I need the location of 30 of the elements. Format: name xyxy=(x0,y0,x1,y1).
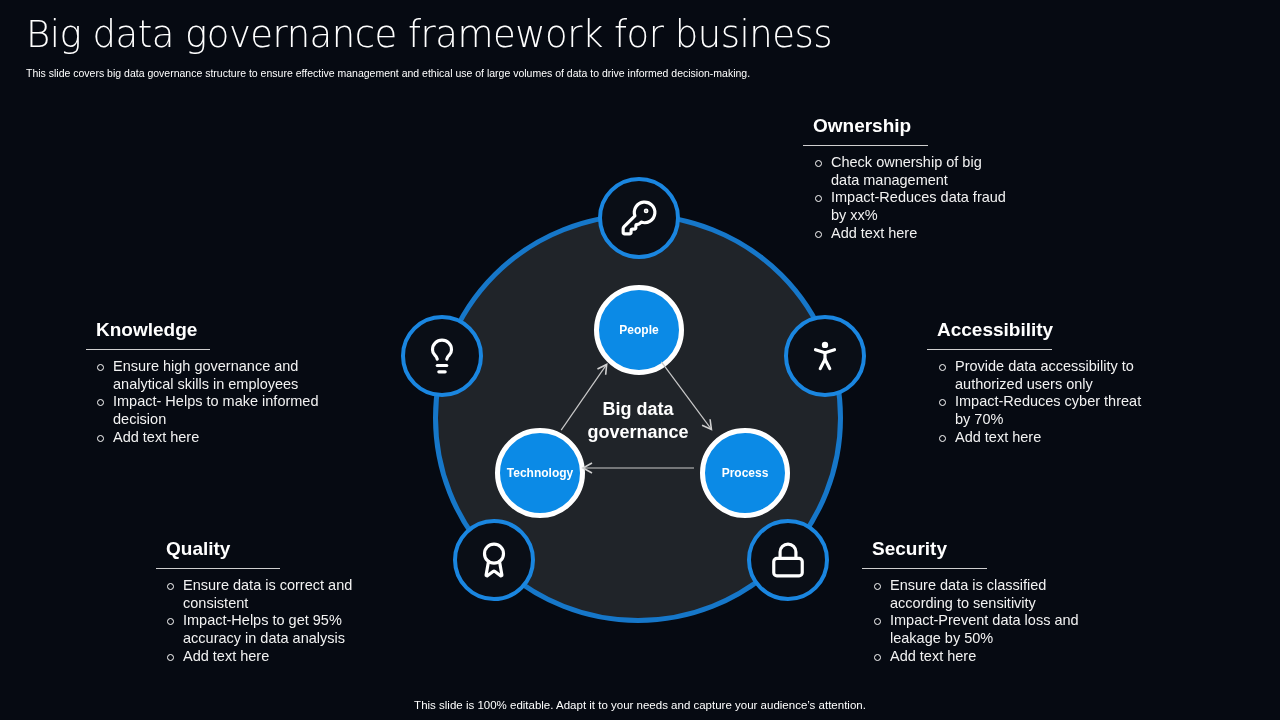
pillar-label: Process xyxy=(721,465,769,482)
bullet-text: Impact-Helps to get 95% accuracy in data analysis xyxy=(183,612,346,648)
bullet-text: Impact-Reduces cyber threat by 70% xyxy=(955,393,1143,429)
slide-subtitle: This slide covers big data governance structure to ensure effective management and ethical use of large volumes of data to drive informed decision-making. xyxy=(26,66,751,80)
arrow xyxy=(660,361,713,431)
arrow xyxy=(582,462,695,474)
bullet-text: Impact-Reduces data fraud by xx% xyxy=(831,189,1007,225)
section-heading: Knowledge xyxy=(96,318,198,342)
slide-title: Big data governance framework for business xyxy=(26,12,832,58)
arrow xyxy=(560,363,608,431)
bullet-text: Provide data accessibility to authorized users only xyxy=(955,358,1135,394)
bullet-text: Check ownership of big data management xyxy=(831,154,983,190)
bullet-text: Impact- Helps to make informed decision xyxy=(113,393,320,429)
bullet-text: Ensure data is correct and consistent xyxy=(183,577,354,613)
footer-note: This slide is 100% editable. Adapt it to your needs and capture your audience’s attention. xyxy=(413,698,867,712)
section-heading: Quality xyxy=(166,537,231,561)
bullet-text: Add text here xyxy=(183,647,270,666)
bullet-text: Add text here xyxy=(955,428,1042,447)
pillar-label: People xyxy=(619,322,659,339)
bullet-text: Ensure data is classified according to sensitivity xyxy=(890,577,1048,613)
bullet-text: Impact-Prevent data loss and leakage by 50% xyxy=(890,612,1080,648)
bullet-text: Add text here xyxy=(890,647,977,666)
bullet-text: Add text here xyxy=(113,428,200,447)
bullet-text: Add text here xyxy=(831,224,918,243)
pillar-label: Technology xyxy=(506,465,574,482)
section-heading: Accessibility xyxy=(937,318,1054,342)
hub-title: Big data governance xyxy=(586,398,690,444)
section-heading: Ownership xyxy=(813,114,912,138)
section-heading: Security xyxy=(872,537,947,561)
bullet-text: Ensure high governance and analytical skills in employees xyxy=(113,358,300,394)
